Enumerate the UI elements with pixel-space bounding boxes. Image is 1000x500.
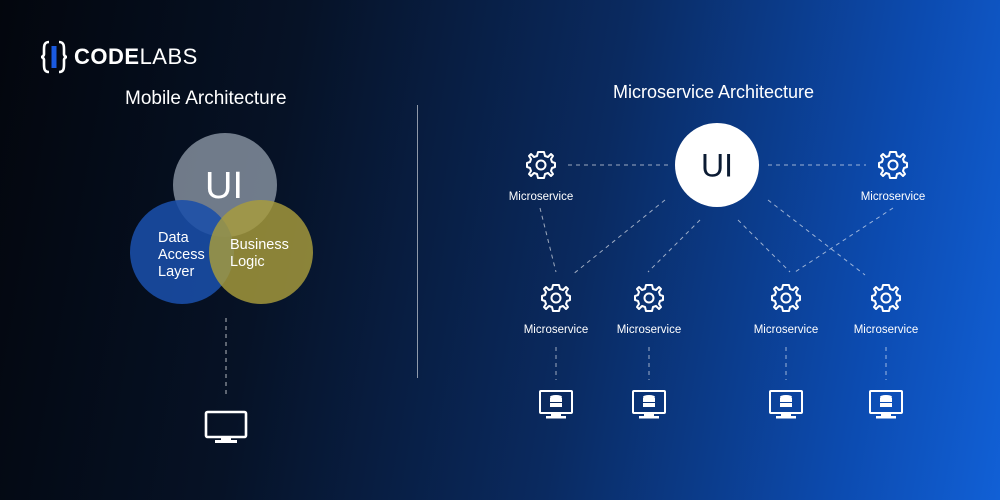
microservice-label: Microservice [523,324,589,336]
microservice-label: Microservice [753,324,819,336]
ui-service-circle [675,123,759,207]
brand-logo: CODELABS [40,40,198,74]
database-monitor-icon [869,390,903,420]
microservice-label: Microservice [860,191,926,203]
gear-icon [634,284,664,312]
brand-name-bold: CODE [74,44,140,69]
business-logic-label: Business Logic [230,237,289,270]
gear-icon [771,284,801,312]
data-access-layer-circle [130,200,234,304]
monitor-icon [204,410,248,443]
database-monitor-icon [769,390,803,420]
section-divider [417,105,418,378]
venn-diagram [130,133,313,304]
business-logic-circle [209,200,313,304]
microservice-label: Microservice [616,324,682,336]
brand-bracket-icon [40,40,68,74]
gear-icon [871,284,901,312]
venn-ui-label: UI [205,165,243,207]
microservice-architecture-title: Microservice Architecture [613,82,815,102]
data-access-layer-label: Data Access Layer [158,230,205,280]
database-monitor-icon [539,390,573,420]
mobile-architecture-title: Mobile Architecture [125,88,287,109]
gear-icon [541,284,571,312]
microservice-label: Microservice [508,191,574,203]
gear-icon [878,151,908,179]
microservice-connections [539,164,894,380]
ui-service-label: UI [701,147,733,184]
gear-icon [526,151,556,179]
microservice-label: Microservice [853,324,919,336]
database-monitor-icon [632,390,666,420]
brand-name-light: LABS [139,44,198,69]
